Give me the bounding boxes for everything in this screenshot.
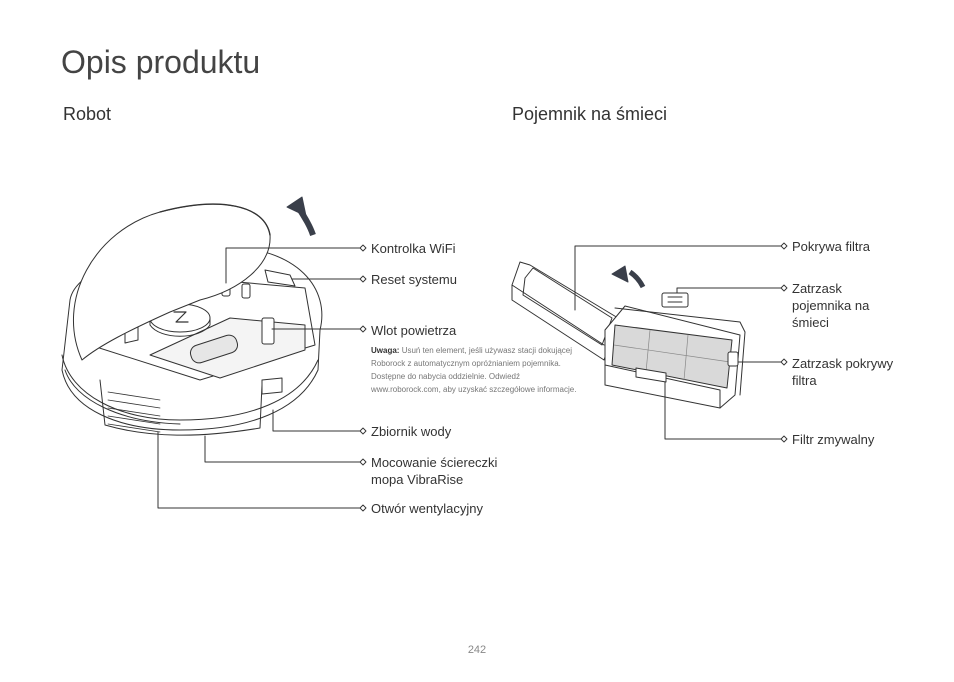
label-bin-latch-line2: pojemnika na [792,298,870,313]
label-cover-latch: Zatrzask pokrywy filtra [792,355,893,389]
label-washable-filter: Filtr zmywalny [792,432,875,447]
robot-illustration [61,203,323,436]
page-title: Opis produktu [61,44,261,80]
label-bin-latch-line3: śmieci [792,315,829,330]
label-water-tank: Zbiornik wody [371,424,452,439]
label-mop-mount-line2: mopa VibraRise [371,472,464,487]
label-air-inlet: Wlot powietrza [371,323,457,338]
section-title-robot: Robot [63,104,112,124]
page-number: 242 [467,644,487,656]
note-text: Usuń ten element, jeśli używasz stacji d… [371,346,577,394]
note-prefix: Uwaga: [371,346,400,355]
label-cover-latch-line1: Zatrzask pokrywy [792,356,894,371]
label-mop-mount: Mocowanie ściereczki mopa VibraRise [371,454,497,488]
air-inlet-note: Uwaga: Usuń ten element, jeśli używasz s… [371,344,581,396]
robot-callouts [157,247,364,509]
label-filter-cover: Pokrywa filtra [792,239,871,254]
label-bin-latch: Zatrzask pojemnika na śmieci [792,280,869,331]
dustbin-illustration [511,261,746,409]
label-vent: Otwór wentylacyjny [371,501,483,516]
label-bin-latch-line1: Zatrzask [792,281,842,296]
label-cover-latch-line2: filtra [792,373,817,388]
section-title-bin: Pojemnik na śmieci [512,104,668,124]
label-mop-mount-line1: Mocowanie ściereczki [371,455,498,470]
label-system-reset: Reset systemu [371,272,457,287]
label-wifi-indicator: Kontrolka WiFi [371,241,456,256]
bin-callouts [574,245,785,440]
